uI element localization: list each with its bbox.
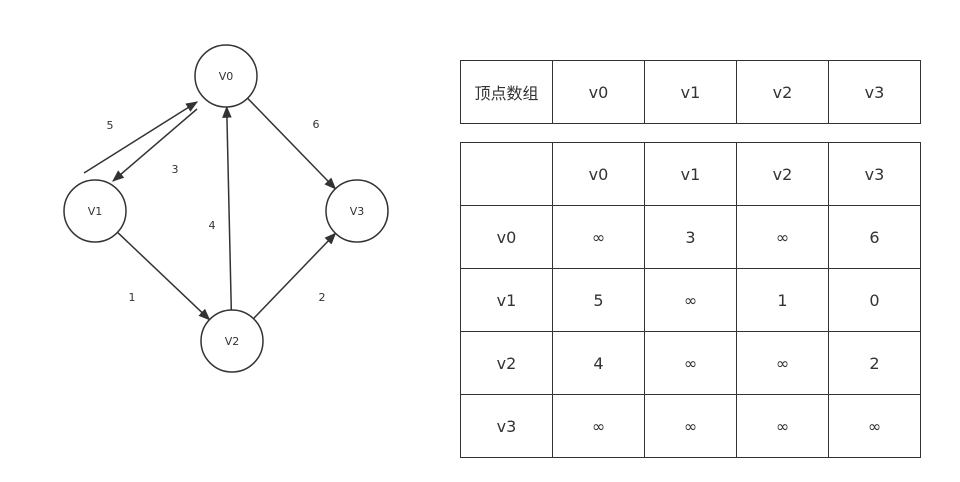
matrix-cell: 3 bbox=[644, 205, 737, 269]
matrix-row-header: v2 bbox=[460, 331, 553, 395]
node-circle bbox=[325, 179, 389, 243]
adjacency-matrix-table: v0 v1 v2 v3 v0 ∞ 3 ∞ 6 v1 5 ∞ 1 0 v2 4 ∞… bbox=[460, 142, 921, 458]
matrix-cell: ∞ bbox=[736, 394, 829, 458]
matrix-cell: 6 bbox=[828, 205, 921, 269]
vertex-array-cell: v2 bbox=[736, 60, 829, 124]
matrix-cell: ∞ bbox=[644, 331, 737, 395]
edge-weight-label: 1 bbox=[129, 291, 136, 304]
edge-weight-label: 4 bbox=[209, 219, 216, 232]
node-label: V1 bbox=[88, 205, 103, 218]
node-circle bbox=[200, 309, 264, 373]
matrix-row: v0 ∞ 3 ∞ 6 bbox=[460, 205, 921, 269]
vertex-array-header: 顶点数组 bbox=[460, 60, 553, 124]
vertex-array-cell: v0 bbox=[552, 60, 645, 124]
matrix-cell: 5 bbox=[552, 268, 645, 332]
matrix-cell: ∞ bbox=[552, 205, 645, 269]
matrix-row: v1 5 ∞ 1 0 bbox=[460, 268, 921, 332]
node-label: V2 bbox=[225, 335, 240, 348]
matrix-header-row: v0 v1 v2 v3 bbox=[460, 142, 921, 206]
matrix-cell: ∞ bbox=[736, 331, 829, 395]
graph-node-v1: V1 bbox=[63, 179, 127, 243]
matrix-column-header: v3 bbox=[828, 142, 921, 206]
vertex-array-cell: v1 bbox=[644, 60, 737, 124]
edge-v0-v3 bbox=[247, 97, 337, 190]
edge-v2-v0 bbox=[222, 105, 233, 311]
matrix-cell: ∞ bbox=[828, 394, 921, 458]
edge-weight-label: 3 bbox=[172, 163, 179, 176]
matrix-column-header: v0 bbox=[552, 142, 645, 206]
matrix-column-header: v2 bbox=[736, 142, 829, 206]
matrix-cell: ∞ bbox=[644, 268, 737, 332]
matrix-row-header: v3 bbox=[460, 394, 553, 458]
matrix-row: v2 4 ∞ ∞ 2 bbox=[460, 331, 921, 395]
matrix-row: v3 ∞ ∞ ∞ ∞ bbox=[460, 394, 921, 458]
node-label: V3 bbox=[350, 205, 365, 218]
graph-node-v3: V3 bbox=[325, 179, 389, 243]
matrix-cell: ∞ bbox=[552, 394, 645, 458]
matrix-cell: ∞ bbox=[736, 205, 829, 269]
matrix-cell: ∞ bbox=[644, 394, 737, 458]
edge-v2-v3 bbox=[252, 232, 337, 320]
matrix-cell: 0 bbox=[828, 268, 921, 332]
matrix-cell: 4 bbox=[552, 331, 645, 395]
edge-weight-label: 5 bbox=[107, 119, 114, 132]
graph-node-v2: V2 bbox=[200, 309, 264, 373]
matrix-corner-cell bbox=[460, 142, 553, 206]
matrix-row-header: v0 bbox=[460, 205, 553, 269]
node-label: V0 bbox=[219, 70, 234, 83]
node-circle bbox=[194, 44, 258, 108]
matrix-cell: 1 bbox=[736, 268, 829, 332]
graph-node-v0: V0 bbox=[194, 44, 258, 108]
edge-v1-v2 bbox=[116, 231, 211, 321]
vertex-array-cell: v3 bbox=[828, 60, 921, 124]
edge-weight-label: 2 bbox=[319, 291, 326, 304]
vertex-array-row: 顶点数组 v0 v1 v2 v3 bbox=[460, 60, 921, 124]
matrix-column-header: v1 bbox=[644, 142, 737, 206]
edge-weight-label: 6 bbox=[313, 118, 320, 131]
edge-v1-v0 bbox=[83, 101, 199, 174]
matrix-cell: 2 bbox=[828, 331, 921, 395]
matrix-row-header: v1 bbox=[460, 268, 553, 332]
edge-v0-v1 bbox=[112, 108, 198, 182]
node-circle bbox=[63, 179, 127, 243]
vertex-array-table: 顶点数组 v0 v1 v2 v3 bbox=[460, 60, 921, 124]
